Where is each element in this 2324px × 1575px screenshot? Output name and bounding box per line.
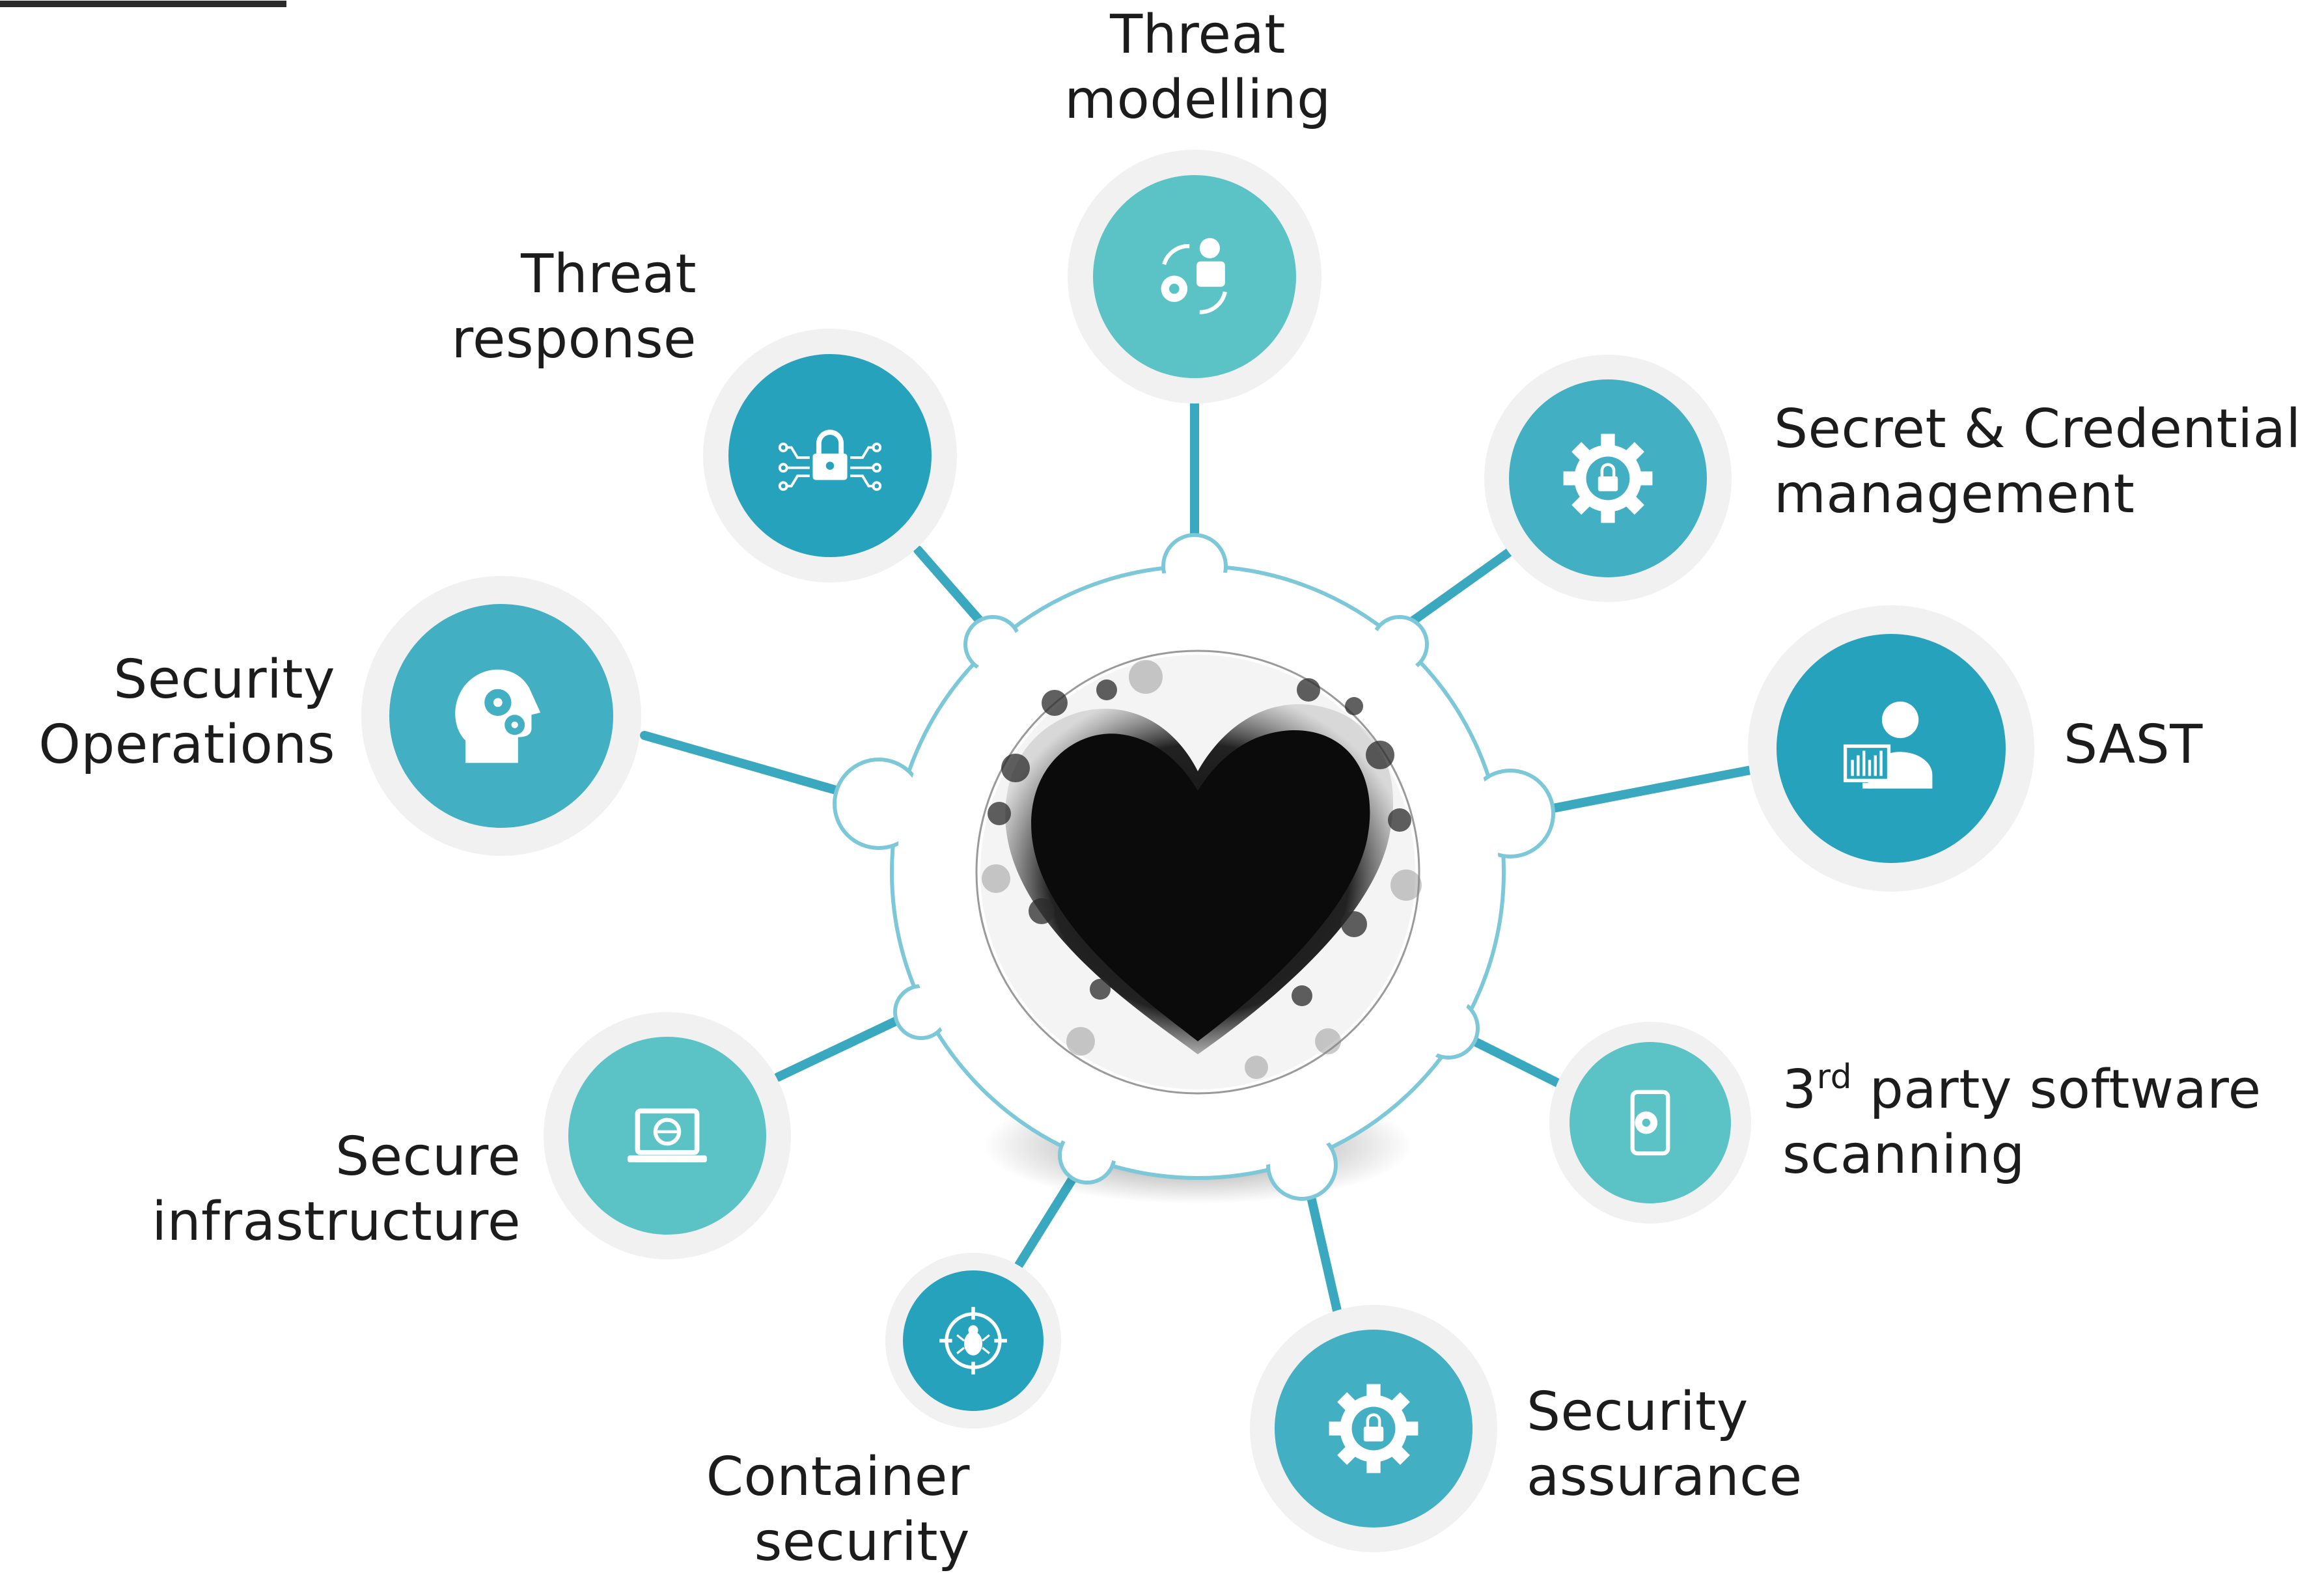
node-secure-infrastructure [544, 1012, 791, 1259]
circuit-lock-icon [778, 430, 882, 491]
node-disk [1777, 634, 2006, 863]
node-secret-credential [1484, 355, 1732, 602]
laptop-browser-icon [628, 1108, 707, 1163]
gear-lock-icon [1563, 433, 1653, 523]
user-monitor-icon [1843, 701, 1933, 789]
connector-third-party [1457, 1030, 1564, 1088]
cropped-logo-fragment [0, 0, 286, 9]
gear-lock-icon [1329, 1384, 1418, 1473]
user-sync-gear-icon [1161, 238, 1227, 314]
node-security-operations [361, 576, 641, 856]
node-security-assurance [1250, 1305, 1497, 1552]
connector-threat-response [913, 545, 991, 633]
connector-secret-credential [1398, 542, 1521, 633]
node-disk [568, 1037, 766, 1235]
head-gears-icon [455, 669, 541, 763]
node-third-party [1549, 1022, 1751, 1224]
central-hub [833, 533, 1555, 1201]
node-threat-modelling [1068, 150, 1321, 404]
label-third-party: 3rd party software scanning [1782, 1058, 2262, 1186]
node-disk [1093, 175, 1296, 378]
connector-security-operations [640, 731, 854, 799]
connector-secure-infrastructure [773, 1011, 913, 1082]
connector-sast [1538, 765, 1756, 815]
node-sast [1748, 605, 2034, 892]
node-threat-response [703, 329, 957, 582]
label-sast: SAST [2064, 714, 2203, 776]
node-container-security [885, 1253, 1061, 1429]
bug-target-icon [939, 1307, 1007, 1375]
phone-gear-icon [1630, 1089, 1670, 1156]
heart-icon [982, 660, 1422, 1079]
